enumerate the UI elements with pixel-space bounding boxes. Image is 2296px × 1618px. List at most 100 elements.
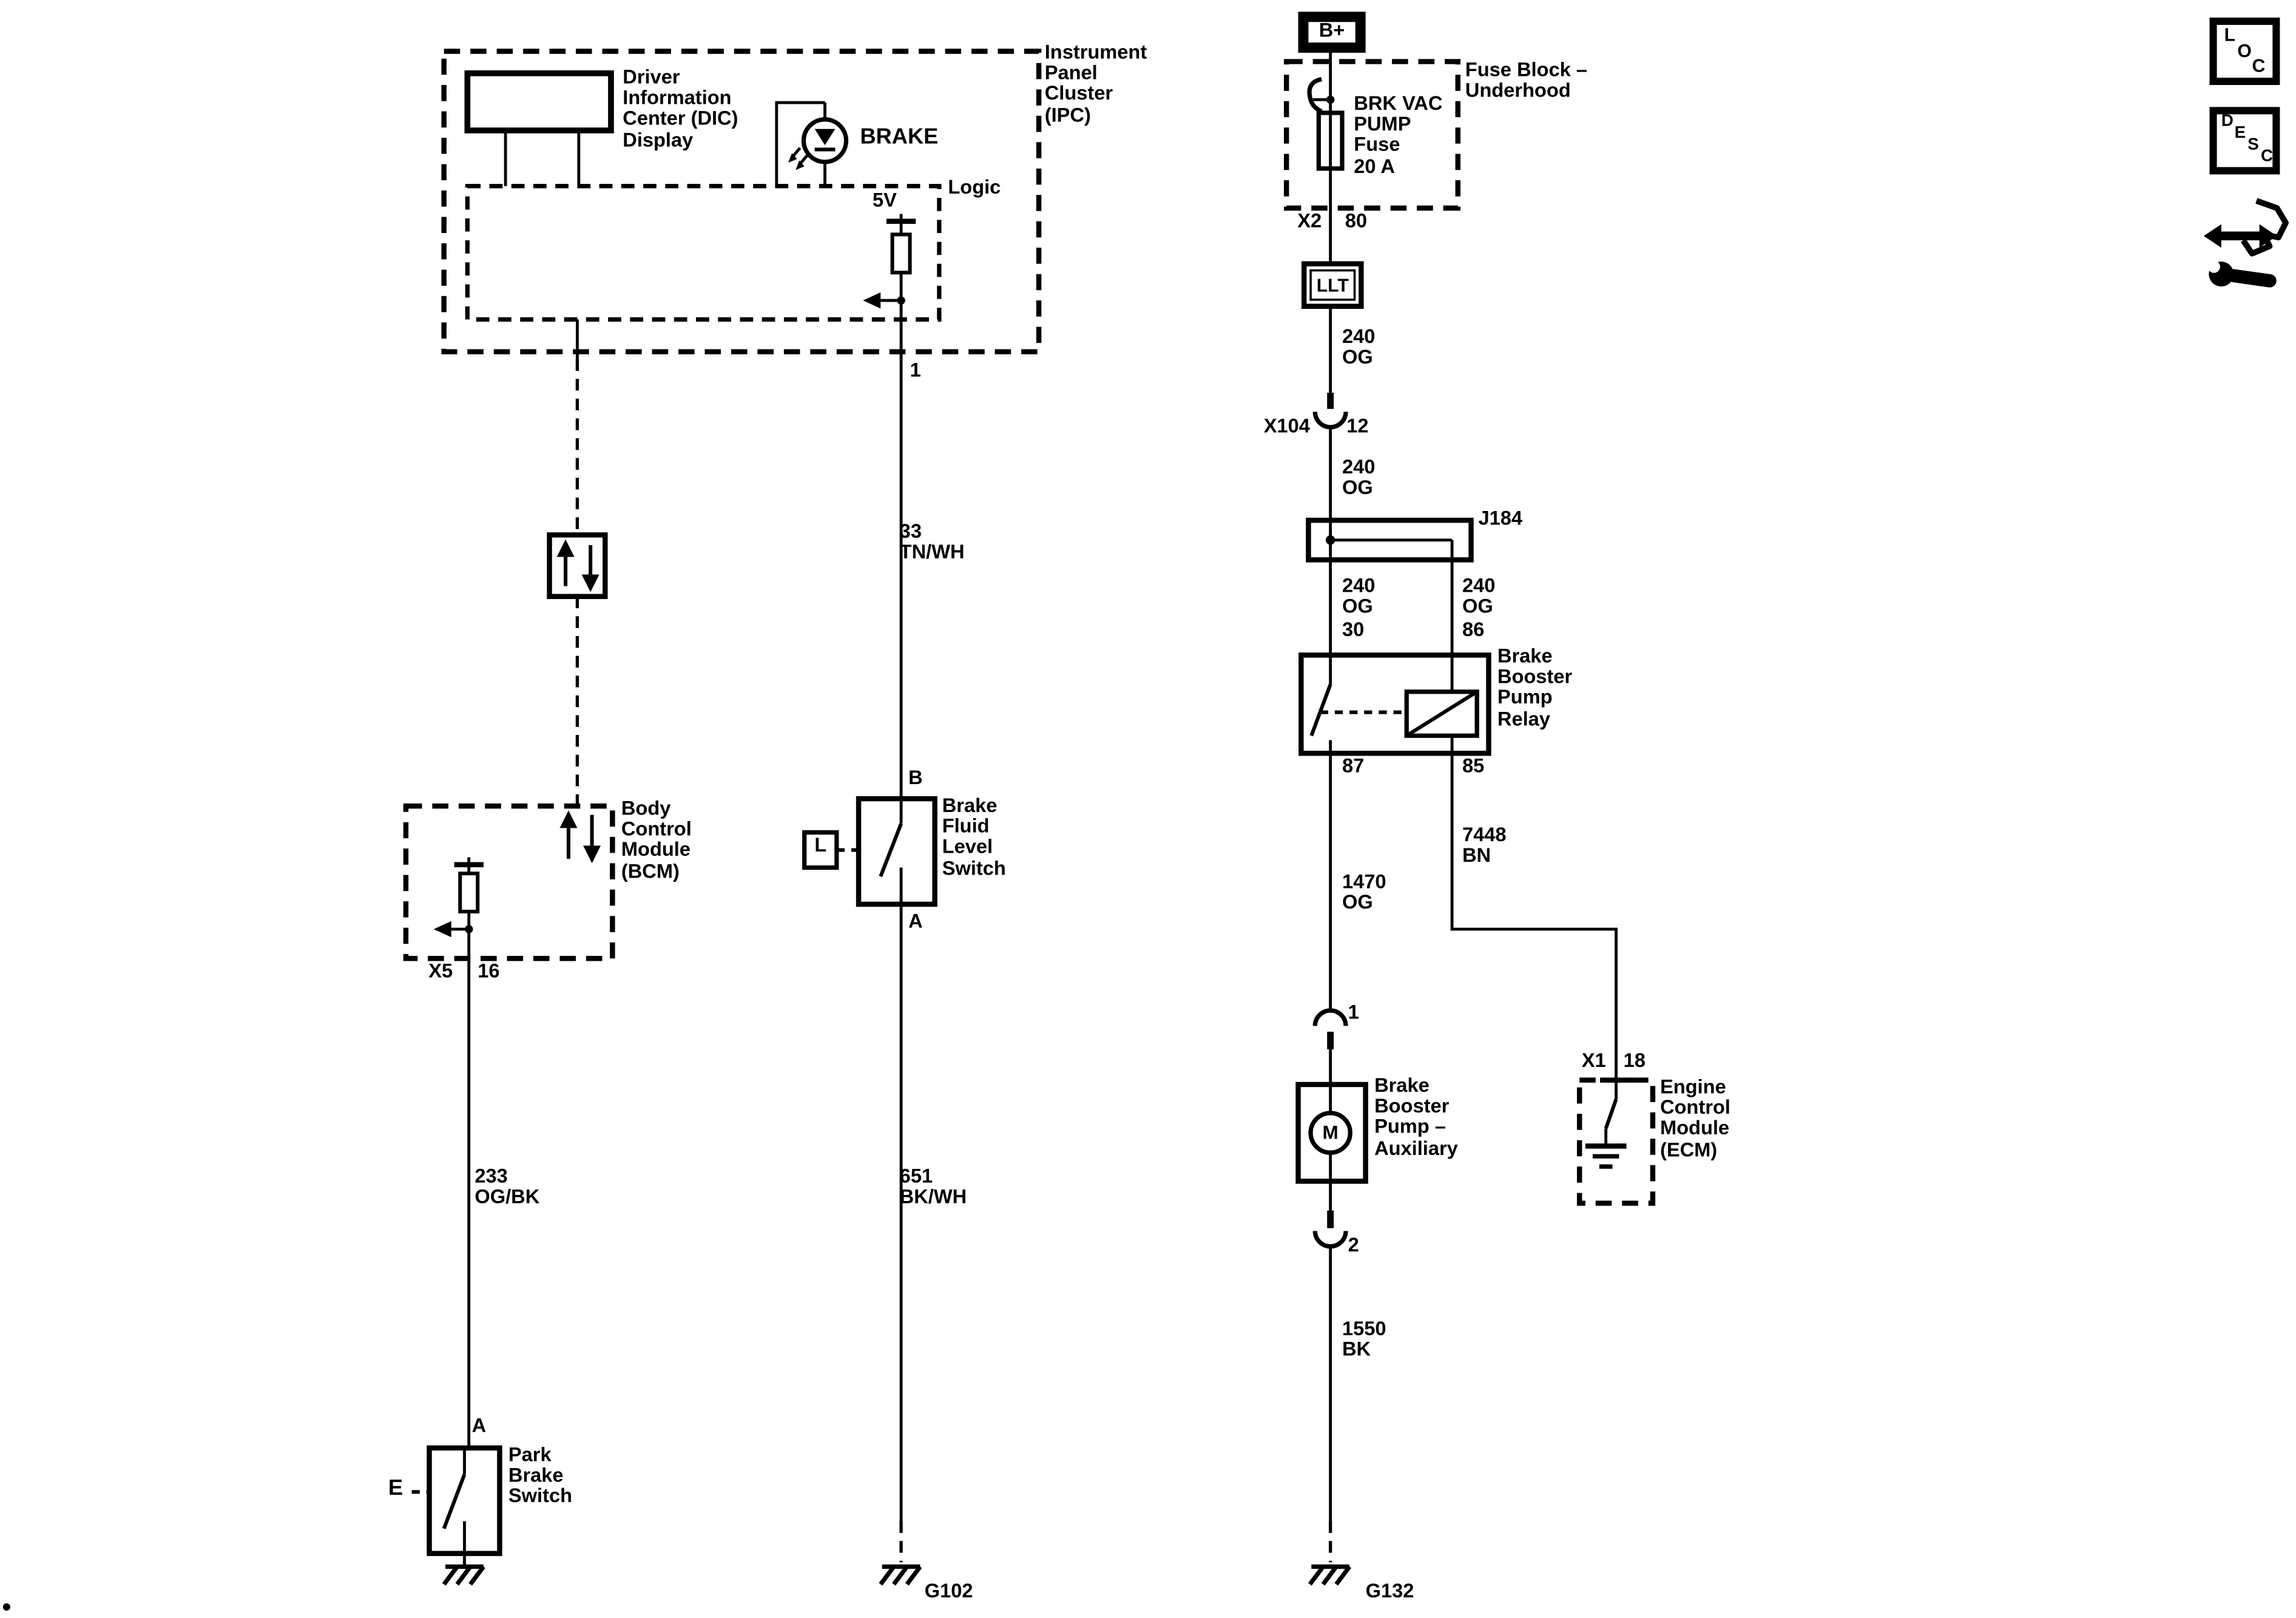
- llt-label: LLT: [1316, 275, 1349, 296]
- battery-bplus-label: B+: [1319, 19, 1345, 41]
- bcm-module: [403, 803, 615, 1448]
- g102-ground-icon: [879, 1564, 922, 1586]
- relay-switch-blade: [1309, 683, 1332, 737]
- fuse-tap-dot: [1326, 95, 1335, 104]
- desc-letter-d: D: [2221, 112, 2234, 130]
- power-feed: [1283, 12, 1460, 309]
- brake-lamp-label: BRAKE: [860, 124, 939, 150]
- wire-240-label-d: 240 OG: [1462, 574, 1496, 618]
- junction-dot: [897, 296, 905, 305]
- pbs-label: Park Brake Switch: [508, 1443, 573, 1508]
- bcm-resistor-icon: [458, 872, 480, 914]
- splice-j184-label: J184: [1478, 507, 1523, 529]
- lamp-ray-head-1: [795, 160, 805, 171]
- ecm-connector-x1-label: X1: [1581, 1049, 1606, 1072]
- pbs-sensor-e-label: E: [388, 1475, 403, 1501]
- bcm-connector-x5-label: X5: [428, 960, 453, 982]
- wire-1470-label: 1470 OG: [1342, 870, 1386, 913]
- brake-fluid-level-switch: [802, 796, 937, 1586]
- loc-letter-c: C: [2252, 55, 2266, 76]
- level-sensor-l-label: L: [814, 834, 827, 856]
- ecm-module: [1576, 1077, 1656, 1206]
- logic-box: [465, 184, 942, 322]
- relay-pin-87-label: 87: [1342, 754, 1365, 777]
- adjust-wrench-icon[interactable]: [2203, 198, 2289, 288]
- j184-splice-dot: [1325, 535, 1335, 545]
- wire-240-label-a: 240 OG: [1342, 325, 1376, 368]
- fuse-block-label: Fuse Block – Underhood: [1465, 58, 1587, 102]
- connector-x2-label: X2: [1297, 209, 1322, 232]
- fuse-label: BRK VAC PUMP Fuse 20 A: [1354, 92, 1443, 177]
- ground-g102-label: G102: [924, 1580, 973, 1602]
- brake-lamp-icon: [775, 101, 849, 186]
- ipc-pin-1-label: 1: [910, 359, 921, 381]
- bcm-left-arrow-icon: [433, 921, 451, 938]
- fuse-tap-curl: [1307, 76, 1323, 113]
- loc-letter-l: L: [2224, 25, 2236, 46]
- pump-connector-2-icon: [1312, 1231, 1348, 1249]
- dic-pin-wires: [504, 130, 581, 186]
- g132-ground-icon: [1308, 1564, 1351, 1586]
- bfls-pin-b-label: B: [908, 766, 923, 789]
- bfls-pin-a-label: A: [908, 910, 923, 932]
- relay-pin-86-label: 86: [1462, 618, 1485, 641]
- left-arrow-icon: [863, 292, 881, 309]
- bcm-label: Body Control Module (BCM): [621, 797, 692, 882]
- wire-33-label: 33 TN/WH: [899, 520, 965, 563]
- j184-branch-wire: [1330, 538, 1454, 560]
- page-artifact-dot: [2, 1603, 10, 1611]
- ground-g132-label: G132: [1365, 1580, 1414, 1602]
- pin-80-label: 80: [1345, 209, 1368, 232]
- desc-letter-s: S: [2247, 136, 2259, 154]
- wrench-notch: [2207, 260, 2220, 273]
- bcm-down-arrow-icon: [583, 845, 601, 864]
- ecm-pin-18-label: 18: [1623, 1049, 1646, 1072]
- pbs-switch-blade: [442, 1474, 467, 1529]
- bfls-box: [856, 796, 937, 907]
- pump-label: Brake Booster Pump – Auxiliary: [1374, 1074, 1458, 1159]
- ipc-label: Instrument Panel Cluster (IPC): [1044, 41, 1147, 126]
- wire-240-label-c: 240 OG: [1342, 574, 1376, 618]
- wire-1550-label: 1550 BK: [1342, 1317, 1386, 1361]
- jaw-outline-icon: [2241, 198, 2289, 257]
- wrench-handle: [2227, 269, 2277, 288]
- llt-box-inner: [1309, 269, 1356, 301]
- desc-button[interactable]: D E S C: [2209, 107, 2280, 175]
- pump-connector-1-icon: [1312, 1008, 1348, 1026]
- wire-240-label-b: 240 OG: [1342, 456, 1376, 499]
- relay-label: Brake Booster Pump Relay: [1497, 645, 1573, 729]
- motor-icon: [1308, 1111, 1352, 1155]
- pin-12-label: 12: [1346, 415, 1369, 437]
- wire-651-label: 651 BK/WH: [899, 1165, 967, 1208]
- desc-letter-e: E: [2234, 124, 2246, 143]
- lamp-diode-triangle: [814, 129, 836, 146]
- dic-display-box: [464, 70, 614, 134]
- bfls-label: Brake Fluid Level Switch: [942, 794, 1006, 879]
- chassis-ground-icon: [442, 1564, 485, 1586]
- down-arrow-icon: [581, 574, 599, 592]
- ipc-module: [441, 49, 1042, 799]
- motor-m-label: M: [1322, 1121, 1339, 1143]
- bcm-box: [403, 803, 615, 961]
- resistor-icon: [890, 232, 912, 275]
- pump-pin-2-label: 2: [1348, 1234, 1359, 1256]
- ipc-pullup: [863, 214, 916, 799]
- pump-pin-1-label: 1: [1348, 1001, 1359, 1023]
- bcm-pin-16-label: 16: [478, 960, 500, 982]
- wires-to-relay: [1329, 560, 1454, 655]
- relay-pin-85-label: 85: [1462, 754, 1485, 777]
- level-sensor-box: [802, 830, 839, 870]
- double-arrow-icon: [2203, 224, 2277, 248]
- logic-label: Logic: [948, 175, 1001, 198]
- wire-7448: [1450, 753, 1618, 1080]
- park-brake-switch: [411, 1445, 502, 1586]
- relay-pin-30-label: 30: [1342, 618, 1365, 641]
- bplus-box-inner: [1308, 22, 1356, 43]
- loc-letter-o: O: [2237, 41, 2252, 62]
- dic-label: Driver Information Center (DIC) Display: [623, 66, 738, 151]
- desc-letter-c: C: [2261, 147, 2274, 166]
- lamp-ray-head-2: [788, 153, 797, 163]
- loc-button[interactable]: L O C: [2209, 17, 2280, 86]
